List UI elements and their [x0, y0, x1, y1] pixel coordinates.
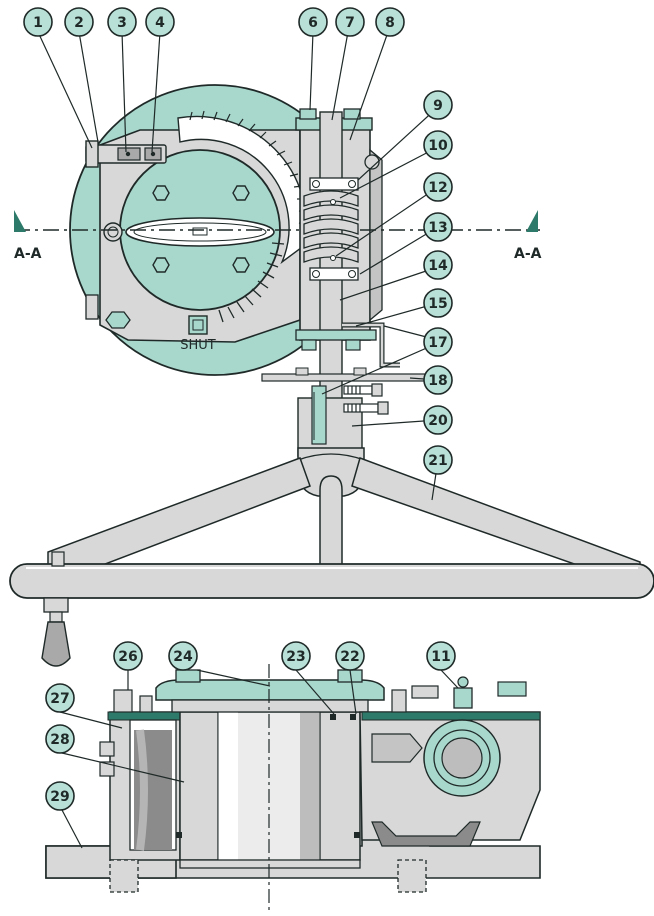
handwheel-rim [9, 563, 654, 599]
svg-text:27: 27 [50, 691, 69, 707]
svg-text:17: 17 [428, 335, 447, 351]
callout-8: 8 [375, 7, 405, 37]
callout-17: 17 [423, 327, 453, 357]
callout-21: 21 [423, 445, 453, 475]
housing-plug-right [364, 154, 380, 170]
top-cover-24 [155, 679, 385, 701]
spinner-nut [43, 597, 69, 613]
svg-text:3: 3 [117, 15, 127, 31]
svg-text:20: 20 [428, 413, 448, 429]
handwheel-spoke-center [319, 475, 343, 567]
shut-indicator-square [188, 315, 208, 335]
callout-26: 26 [113, 641, 143, 671]
upper-bearing [309, 177, 359, 191]
lower-bearing [309, 267, 359, 281]
callout-10: 10 [423, 130, 453, 160]
lever-plate [261, 373, 433, 382]
callout-6: 6 [298, 7, 328, 37]
callout-13: 13 [423, 212, 453, 242]
svg-text:8: 8 [385, 15, 395, 31]
svg-text:23: 23 [286, 649, 305, 665]
svg-text:22: 22 [340, 649, 359, 665]
side-plug [103, 222, 123, 242]
svg-text:4: 4 [155, 15, 165, 31]
callout-24: 24 [168, 641, 198, 671]
callout-11: 11 [426, 641, 456, 671]
callout-20: 20 [423, 405, 453, 435]
callout-23: 23 [281, 641, 311, 671]
svg-text:18: 18 [428, 373, 447, 389]
callout-3: 3 [107, 7, 137, 37]
svg-text:29: 29 [50, 789, 69, 805]
callout-1: 1 [23, 7, 53, 37]
adjusting-screws [343, 383, 389, 415]
svg-text:11: 11 [431, 649, 450, 665]
callout-28: 28 [45, 724, 75, 754]
section-mark-left: A-A [14, 246, 42, 262]
callout-12: 12 [423, 172, 453, 202]
svg-text:28: 28 [50, 732, 69, 748]
svg-text:6: 6 [308, 15, 318, 31]
callout-7: 7 [335, 7, 365, 37]
handwheel-spoke-right [351, 457, 641, 567]
svg-text:1: 1 [33, 15, 43, 31]
svg-text:13: 13 [428, 220, 447, 236]
handwheel-spoke-left [47, 457, 311, 567]
callout-15: 15 [423, 288, 453, 318]
svg-text:26: 26 [118, 649, 137, 665]
shut-label: SHUT [180, 338, 216, 353]
svg-text:7: 7 [345, 15, 355, 31]
callout-18: 18 [423, 365, 453, 395]
svg-text:21: 21 [428, 453, 447, 469]
worm-threads [303, 190, 359, 263]
callout-27: 27 [45, 683, 75, 713]
callout-29: 29 [45, 781, 75, 811]
position-scale-ticks [218, 242, 285, 323]
housing-side-bolt [85, 294, 99, 320]
svg-text:2: 2 [74, 15, 84, 31]
callout-22: 22 [335, 641, 365, 671]
lower-ramp [371, 821, 481, 847]
housing-hex-bolt [105, 311, 131, 329]
callout-14: 14 [423, 250, 453, 280]
callout-4: 4 [145, 7, 175, 37]
section-arrow-left [14, 210, 26, 232]
callout-2: 2 [64, 7, 94, 37]
svg-text:12: 12 [428, 180, 447, 196]
worm-gear-segment [177, 115, 308, 265]
svg-text:9: 9 [433, 98, 443, 114]
section-arrow-right [526, 210, 538, 232]
callout-9: 9 [423, 90, 453, 120]
svg-text:24: 24 [173, 649, 193, 665]
grease-fitting [453, 687, 473, 709]
svg-text:14: 14 [428, 258, 448, 274]
spinner-handle [41, 621, 71, 667]
svg-text:10: 10 [428, 138, 448, 154]
svg-text:15: 15 [428, 296, 447, 312]
o-ring-seals [176, 714, 360, 838]
section-mark-right: A-A [514, 246, 542, 262]
lower-cover-plate [295, 329, 377, 341]
disc-hex-bolts [152, 185, 250, 273]
